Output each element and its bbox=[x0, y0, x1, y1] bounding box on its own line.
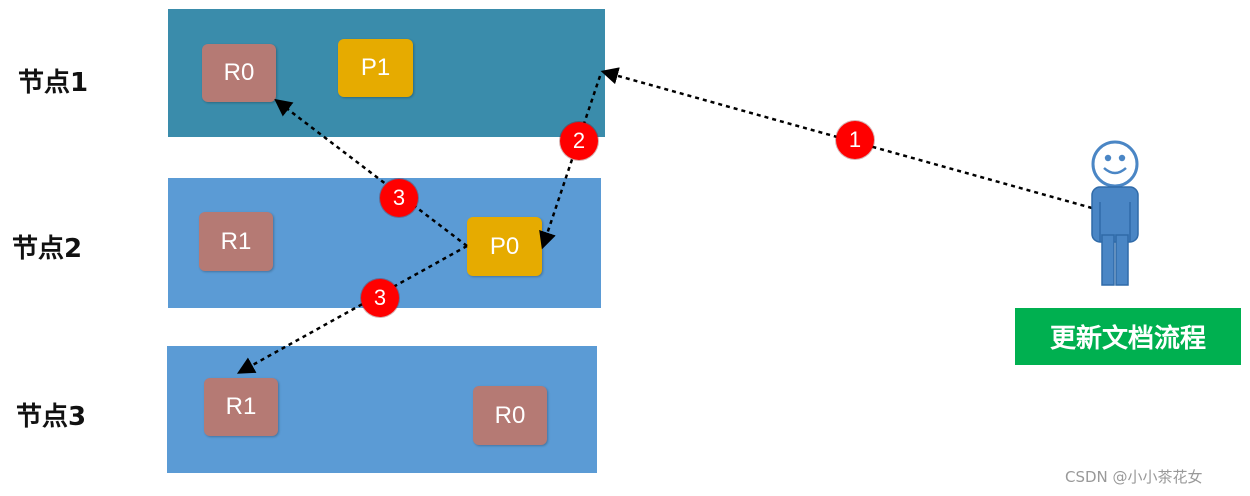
arrow-p0-to-n1-r0 bbox=[274, 98, 468, 247]
node1-label: 节点1 bbox=[18, 68, 89, 98]
node2-label: 节点2 bbox=[12, 234, 83, 264]
step-badge-2: 2 bbox=[560, 122, 598, 160]
arrow-p0-to-n3-r1 bbox=[236, 244, 468, 374]
step-badge-1: 1 bbox=[836, 121, 874, 159]
shard-n3-r0: R0 bbox=[473, 386, 547, 445]
step-badge-3a: 3 bbox=[380, 179, 418, 217]
step-badge-3b: 3 bbox=[361, 279, 399, 317]
shard-n1-p1: P1 bbox=[338, 39, 413, 97]
watermark: CSDN @小小茶花女 bbox=[1065, 468, 1203, 486]
arrow-node1-to-p0 bbox=[539, 75, 602, 250]
shard-n2-p0: P0 bbox=[467, 217, 542, 276]
node3-label: 节点3 bbox=[16, 402, 87, 432]
flow-title: 更新文档流程 bbox=[1015, 308, 1241, 365]
shard-n2-r1: R1 bbox=[199, 212, 273, 271]
shard-n3-r1: R1 bbox=[204, 378, 278, 436]
user-icon bbox=[1091, 140, 1139, 286]
shard-n1-r0: R0 bbox=[202, 44, 276, 102]
